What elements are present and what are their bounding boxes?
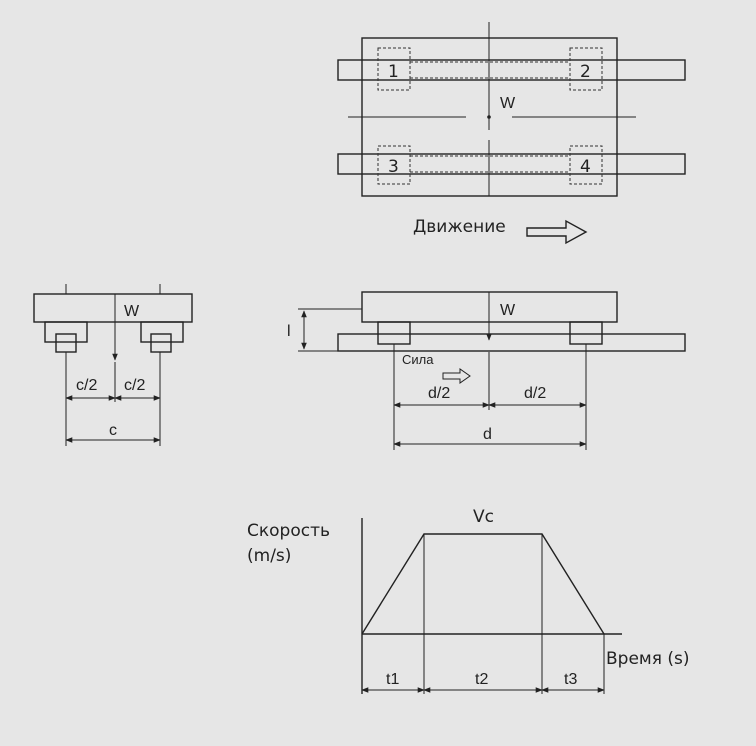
block-2-label: 2 bbox=[580, 62, 591, 82]
block-3 bbox=[377, 145, 411, 185]
front-dim-half-left: c/2 bbox=[76, 377, 97, 394]
velocity-y-label-line2: (m/s) bbox=[247, 546, 291, 566]
block-1-label: 1 bbox=[388, 62, 399, 82]
block-3-label: 3 bbox=[388, 157, 399, 177]
velocity-y-label-line1: Скорость bbox=[247, 521, 330, 541]
motion-label: Движение bbox=[413, 217, 506, 237]
segment-t3-label: t3 bbox=[564, 671, 577, 688]
front-dim-total: c bbox=[109, 422, 117, 439]
block-1 bbox=[377, 47, 411, 91]
front-load-label: W bbox=[124, 303, 140, 320]
front-carriage-plate bbox=[33, 293, 193, 323]
block-4 bbox=[569, 145, 603, 185]
block-2 bbox=[569, 47, 603, 91]
side-load-label: W bbox=[500, 302, 516, 319]
side-dim-half-right: d/2 bbox=[524, 385, 546, 402]
side-dim-half-left: d/2 bbox=[428, 385, 450, 402]
side-block-right bbox=[569, 321, 603, 345]
front-rail-left bbox=[55, 333, 77, 353]
velocity-profile: t1 t2 t3 Скорость (m/s) Vc Время (s) bbox=[247, 507, 690, 694]
front-rail-right bbox=[150, 333, 172, 353]
side-height-label: l bbox=[287, 323, 291, 340]
velocity-trapezoid bbox=[361, 533, 605, 635]
top-load-label: W bbox=[500, 95, 516, 112]
segment-t2-label: t2 bbox=[475, 671, 488, 688]
side-rail bbox=[337, 333, 686, 352]
motion-arrow-icon bbox=[526, 219, 588, 245]
side-block-left bbox=[377, 321, 411, 345]
top-view: 1 2 3 4 W Движение bbox=[337, 22, 686, 245]
front-block-right bbox=[140, 321, 184, 343]
velocity-peak-label: Vc bbox=[473, 507, 494, 527]
front-block-left bbox=[44, 321, 88, 343]
side-view: l W Сила d/2 d/2 d bbox=[287, 291, 686, 450]
side-dim-total: d bbox=[483, 426, 492, 443]
segment-t1-label: t1 bbox=[386, 671, 399, 688]
force-arrow-icon bbox=[442, 368, 471, 384]
front-view: W c/2 c/2 c bbox=[33, 284, 193, 446]
top-rail-upper bbox=[337, 59, 686, 81]
front-dim-half-right: c/2 bbox=[124, 377, 145, 394]
force-label: Сила bbox=[402, 352, 434, 367]
velocity-x-label: Время (s) bbox=[606, 649, 690, 669]
top-rail-lower bbox=[337, 153, 686, 175]
block-4-label: 4 bbox=[580, 157, 591, 177]
